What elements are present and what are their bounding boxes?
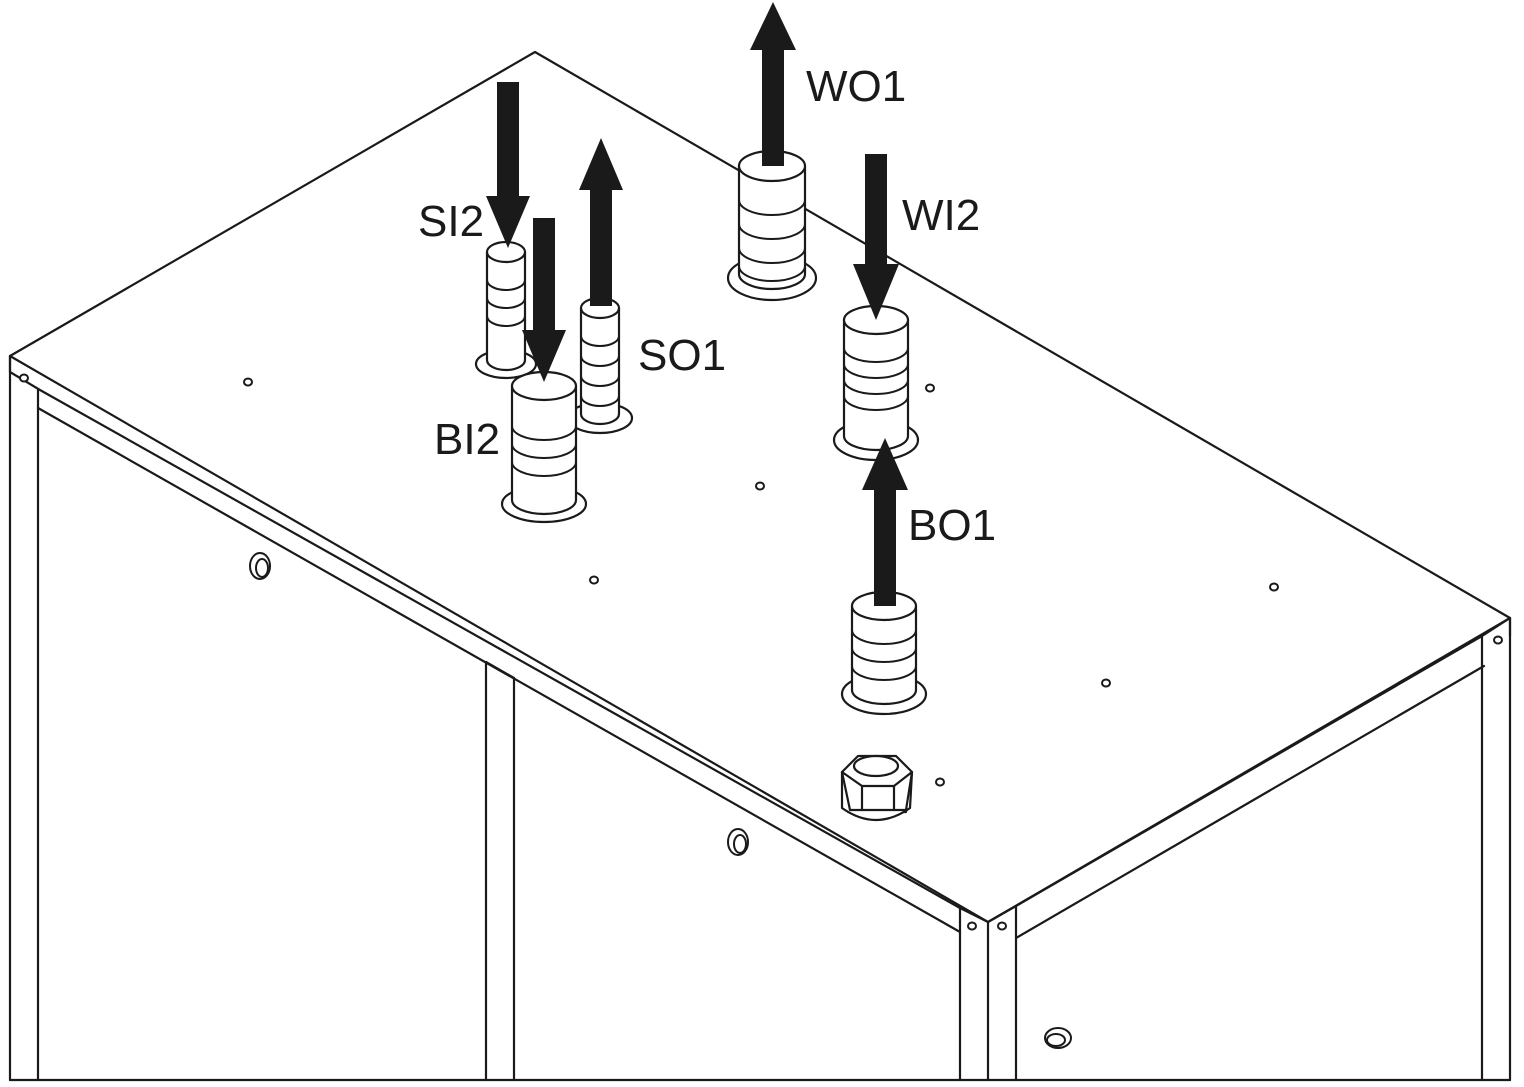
pipe-ring	[843, 395, 909, 411]
pipe-ring	[511, 425, 577, 441]
pipe-body	[737, 164, 807, 291]
panel-hole	[1269, 582, 1279, 592]
screw	[997, 921, 1007, 931]
pipe-body	[485, 250, 527, 372]
pipe-bo1	[840, 590, 928, 716]
pipe-ring	[580, 375, 620, 387]
side-panel-fixing	[249, 552, 271, 580]
screw	[19, 373, 29, 383]
pipe-ring	[843, 363, 909, 379]
arrow-wi2	[853, 154, 899, 320]
arrow-bo1	[862, 438, 908, 606]
middle-post-top	[484, 660, 516, 680]
pipe-ring	[738, 223, 806, 240]
pipe-ring	[580, 395, 620, 407]
side-panel-fixing	[727, 828, 749, 856]
screw	[967, 921, 977, 931]
label-si2: SI2	[418, 197, 484, 246]
pipe-ring	[851, 629, 917, 645]
pipe-ring	[843, 347, 909, 363]
pipe-ring	[738, 247, 806, 264]
pipe-ring	[851, 665, 917, 681]
pipe-wo1	[726, 149, 818, 302]
label-wo1: WO1	[806, 62, 906, 111]
flow-arrows	[486, 2, 908, 606]
arrow-wo1	[750, 2, 796, 166]
label-bi2: BI2	[434, 415, 500, 464]
pipe-ring	[851, 647, 917, 663]
panel-hole	[243, 377, 253, 387]
arrow-bi2	[522, 218, 566, 382]
pipe-body	[850, 604, 918, 706]
cabinet-lip-inner-right	[1014, 664, 1486, 940]
pipe-ring	[511, 443, 577, 459]
panel-hole	[925, 383, 935, 393]
screw	[1493, 635, 1503, 645]
pipe-ring	[580, 355, 620, 367]
side-panel-fixing	[1044, 1027, 1072, 1049]
panel-hole	[589, 575, 599, 585]
pipe-ring	[511, 461, 577, 477]
pipe-ring	[486, 297, 526, 309]
label-so1: SO1	[638, 331, 726, 380]
panel-hole	[1101, 678, 1111, 688]
pipe-body	[842, 318, 910, 452]
pipe-bi2	[500, 370, 588, 524]
arrow-so1	[579, 138, 623, 306]
cabinet	[8, 50, 1512, 1082]
arrow-si2	[486, 82, 530, 248]
pipe-ring	[738, 265, 806, 282]
cable-gland	[840, 754, 914, 821]
label-bo1: BO1	[908, 501, 996, 550]
pipe-ring	[580, 335, 620, 347]
panel-hole	[935, 777, 945, 787]
panel-hole	[755, 481, 765, 491]
pipe-ring	[486, 279, 526, 291]
pipe-ring	[843, 379, 909, 395]
label-wi2: WI2	[902, 191, 980, 240]
pipe-si2	[474, 240, 538, 380]
pipe-wi2	[832, 304, 920, 462]
pipe-cap	[485, 240, 527, 264]
pipe-body	[510, 384, 578, 516]
pipe-ring	[738, 199, 806, 216]
pipe-ring	[486, 315, 526, 327]
pipe-so1	[566, 296, 634, 435]
